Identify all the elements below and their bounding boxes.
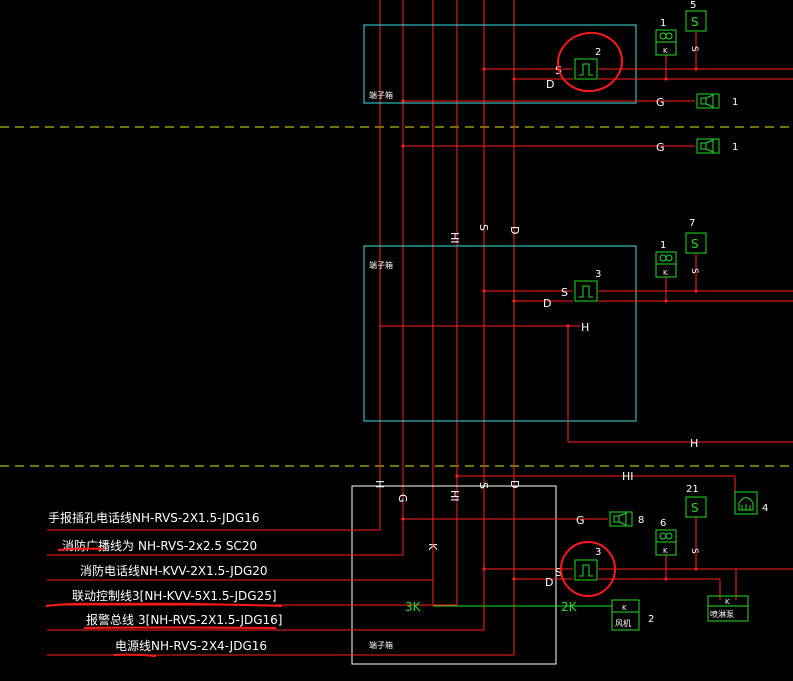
label-h-right: H	[690, 437, 698, 450]
markup-circle-top	[557, 31, 623, 93]
hydrant-button-top: 5 S S	[685, 0, 707, 52]
label-d-top: D	[546, 78, 554, 91]
terminal-box-bottom-label: 端子箱	[369, 640, 393, 650]
junction-dots-bottom	[401, 474, 698, 581]
svg-text:K: K	[663, 547, 668, 555]
svg-text:喷淋泵: 喷淋泵	[710, 609, 734, 619]
svg-text:S: S	[689, 548, 699, 554]
smoke-detector-middle: 3	[574, 269, 601, 302]
svg-text:S: S	[691, 15, 699, 29]
label-d-mid: D	[508, 226, 521, 234]
svg-text:S: S	[689, 46, 699, 52]
terminal-box-bottom	[351, 485, 557, 665]
label-hi-bottom: HI	[622, 470, 634, 483]
svg-text:5: 5	[690, 0, 696, 11]
svg-text:S: S	[689, 268, 699, 274]
svg-text:21: 21	[686, 484, 699, 495]
svg-text:K: K	[622, 604, 627, 612]
legend-line-6: 电源线NH-RVS-2X4-JDG16	[115, 639, 267, 653]
label-s-mid: S	[477, 224, 490, 231]
legend-line-1: 手报插孔电话线NH-RVS-2X1.5-JDG16	[48, 510, 259, 525]
speaker-icon: 1	[696, 138, 738, 154]
legend-line-3: 消防电话线NH-KVV-2X1.5-JDG20	[80, 563, 268, 578]
riser-wires	[379, 0, 515, 655]
svg-text:4: 4	[762, 503, 768, 514]
svg-text:K: K	[725, 598, 730, 606]
svg-text:K: K	[663, 47, 668, 55]
svg-text:K: K	[663, 269, 668, 277]
terminal-box-top-label: 端子箱	[369, 90, 393, 100]
manual-station-middle: 1 K	[655, 240, 677, 278]
label-2k: 2K	[561, 600, 578, 614]
legend-line-4: 联动控制线3[NH-KVV-5X1.5-JDG25]	[72, 589, 277, 603]
svg-text:2: 2	[648, 614, 654, 625]
label-hi-low: HI	[448, 490, 461, 502]
fan-module: K 风机 2	[611, 599, 654, 631]
svg-text:3: 3	[595, 269, 601, 280]
label-s-middle: S	[561, 286, 568, 299]
terminal-box-middle-label: 端子箱	[369, 260, 393, 270]
hydrant-button-middle: 7 S S	[685, 218, 707, 274]
label-g-top-2: G	[656, 141, 665, 154]
label-d-bottom: D	[545, 576, 553, 589]
svg-text:8: 8	[638, 515, 644, 526]
svg-text:S: S	[691, 237, 699, 251]
svg-text:3: 3	[595, 547, 601, 558]
label-h-low: H	[373, 480, 386, 488]
svg-text:7: 7	[689, 218, 695, 229]
terminal-box-top	[363, 24, 637, 104]
smoke-detector-top: 2	[574, 47, 601, 80]
smoke-detector-top-count: 2	[595, 47, 601, 58]
label-d-middle: D	[543, 297, 551, 310]
smoke-detector-bottom: 3	[574, 547, 601, 581]
svg-text:1: 1	[660, 240, 666, 251]
terminal-box-middle	[363, 245, 637, 422]
label-g-bottom: G	[576, 514, 585, 527]
label-s-bottom: S	[555, 566, 562, 579]
junction-dots-top	[401, 67, 698, 148]
markup-circle-bottom	[560, 541, 616, 597]
markup-underlines	[45, 547, 283, 657]
pump-module: K 喷淋泵	[707, 595, 749, 622]
svg-text:1: 1	[732, 142, 738, 153]
svg-text:S: S	[691, 501, 699, 515]
hydrant-button-bottom: 21 S S	[685, 484, 707, 554]
riser-labels: HI S D H G HI S D K	[373, 224, 521, 551]
manual-station-top: 1 K	[655, 18, 677, 56]
wires-middle	[380, 254, 793, 443]
label-d-low: D	[508, 480, 521, 488]
alarm-bell-icon: 4	[734, 491, 768, 515]
label-3k: 3K	[405, 600, 422, 614]
speaker-icon: 8	[609, 511, 644, 527]
svg-text:6: 6	[660, 518, 666, 529]
label-g-top-1: G	[656, 96, 665, 109]
speaker-icon: 1	[696, 93, 738, 109]
manual-station-bottom: 6 K	[655, 518, 677, 556]
svg-text:1: 1	[660, 18, 666, 29]
svg-text:风机: 风机	[615, 618, 631, 628]
junction-dots-middle	[482, 289, 698, 328]
label-hi-mid: HI	[448, 232, 461, 244]
label-g-low: G	[396, 494, 409, 503]
wires-bottom	[47, 475, 793, 656]
label-h-middle: H	[581, 321, 589, 334]
svg-text:1: 1	[732, 97, 738, 108]
